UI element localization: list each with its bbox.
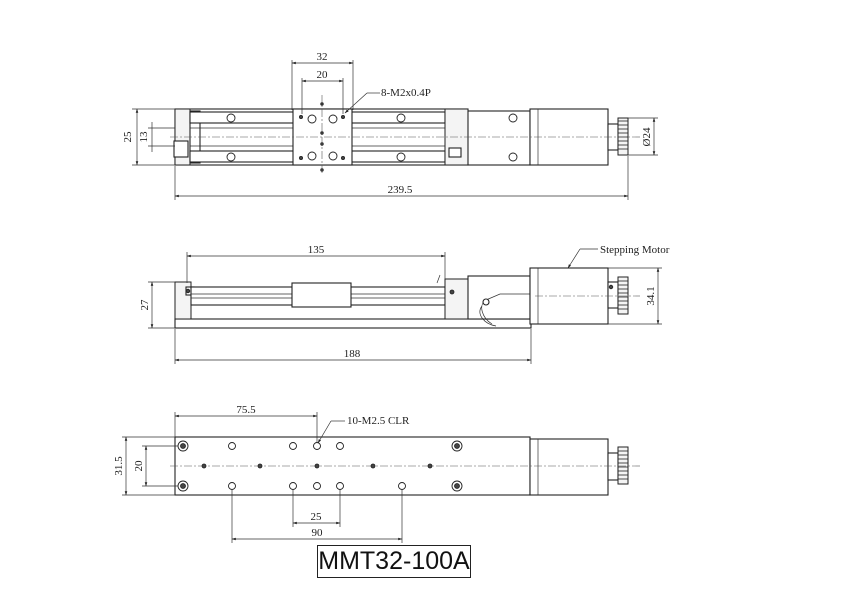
top-view: 32 20 8-M2x0.4P 25 13 Ø24 239.5 (122, 51, 658, 200)
side-view-carriage (291, 282, 352, 308)
top-view-knob (617, 117, 629, 156)
top-view-motor-mount (467, 110, 531, 166)
stepping-motor-label: Stepping Motor (600, 244, 670, 256)
bottom-view-knob (617, 446, 629, 485)
dim-188: 188 (344, 348, 361, 360)
dim-34-1: 34.1 (645, 286, 657, 305)
bottom-view: 75.5 10-M2.5 CLR 31.5 20 25 90 (113, 404, 640, 543)
side-view: 135 Stepping Motor 27 34.1 188 (139, 244, 670, 364)
top-view-holes (226, 102, 518, 172)
dim-20-top: 20 (317, 69, 329, 81)
side-view-motor-mount (467, 275, 531, 320)
dim-75-5: 75.5 (236, 404, 256, 416)
dim-31-5: 31.5 (113, 456, 125, 476)
bottom-view-holes (177, 440, 463, 492)
side-view-knob (617, 276, 629, 315)
side-view-right-block (444, 278, 469, 320)
dim-32: 32 (317, 51, 328, 63)
dim-25-bottom: 25 (311, 511, 323, 523)
bottom-view-motor (529, 438, 609, 496)
model-number: MMT32-100A (317, 545, 471, 578)
thread-label: 8-M2x0.4P (381, 87, 431, 99)
dim-90: 90 (312, 527, 324, 539)
side-view-base (174, 318, 532, 329)
dim-25-top: 25 (122, 131, 134, 143)
dim-diameter-24: Ø24 (641, 127, 653, 146)
dim-27: 27 (139, 299, 151, 311)
dim-135: 135 (308, 244, 325, 256)
dim-239-5: 239.5 (388, 184, 413, 196)
dim-20-bottom: 20 (133, 460, 145, 472)
hole-label: 10-M2.5 CLR (347, 415, 410, 427)
dim-13: 13 (138, 131, 150, 143)
